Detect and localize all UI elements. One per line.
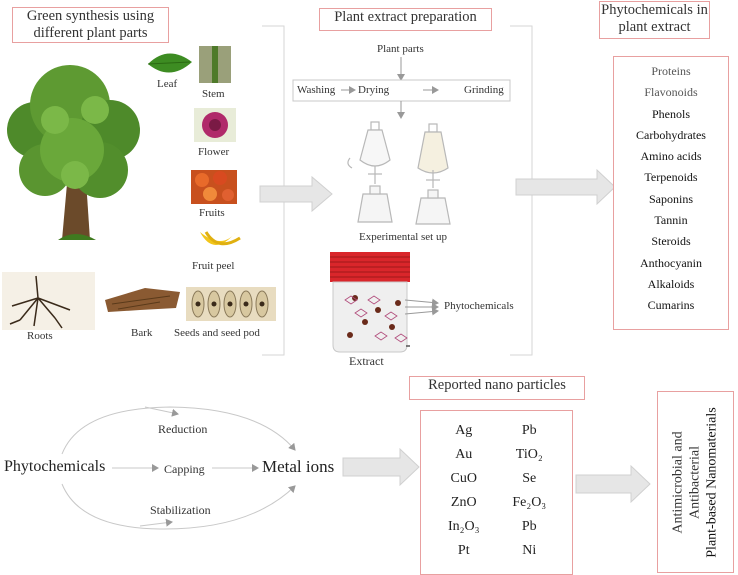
- label-fruit-peel: Fruit peel: [192, 260, 235, 272]
- nanoparticle: In₂O₃: [447, 519, 480, 534]
- label-fruits: Fruits: [199, 207, 225, 219]
- fruits-image: [191, 170, 237, 204]
- seeds-image: [186, 287, 276, 321]
- label-experimental-setup: Experimental set up: [359, 231, 447, 243]
- phytochemical-item: Steroids: [651, 234, 691, 249]
- phytochemical-item: Terpenoids: [644, 170, 698, 185]
- result-box: Antimicrobial and Antibacterial Plant-ba…: [657, 391, 734, 573]
- step-washing: Washing: [297, 84, 336, 96]
- nanoparticle: ZnO: [450, 495, 477, 510]
- phytochemical-item: Saponins: [648, 191, 693, 206]
- label-metal-ions: Metal ions: [262, 457, 335, 476]
- phytochemical-item: Phenols: [651, 106, 690, 121]
- mechanism-arrows: [61, 406, 296, 530]
- nanoparticle: Pb: [521, 423, 537, 438]
- label-extract: Extract: [349, 354, 384, 368]
- nanoparticles-title: Reported nano particles: [428, 377, 566, 393]
- tree-image: [7, 65, 140, 240]
- block-arrow-2: [515, 168, 616, 206]
- right-panel-title-box: Phytochemicals in plant extract: [599, 1, 710, 39]
- label-phytochemicals-main: Phytochemicals: [4, 458, 106, 475]
- label-leaf: Leaf: [157, 78, 178, 90]
- phytochemical-item: Alkaloids: [647, 276, 695, 291]
- label-reduction: Reduction: [158, 422, 208, 436]
- nanoparticle: Ag: [455, 423, 473, 438]
- nanoparticle: TiO₂: [515, 447, 543, 462]
- bark-image: [105, 288, 180, 312]
- separatory-funnel-right: [415, 123, 451, 225]
- label-bark: Bark: [131, 327, 153, 339]
- phytochemical-item: Carbohydrates: [636, 127, 706, 142]
- phytochemicals-list: Proteins Flavonoids Phenols Carbohydrate…: [613, 56, 729, 330]
- left-panel-title: Green synthesis using different plant pa…: [26, 8, 155, 42]
- phytochemical-item: Tannin: [654, 213, 688, 228]
- label-seeds: Seeds and seed pod: [174, 327, 260, 339]
- right-panel-title: Phytochemicals in plant extract: [601, 2, 708, 36]
- label-stabilization: Stabilization: [150, 503, 211, 517]
- fruit-peel-image: [200, 231, 241, 246]
- phytochemical-item: Amino acids: [640, 149, 702, 164]
- label-flower: Flower: [198, 146, 230, 158]
- extract-jar-image: [330, 252, 439, 353]
- result-line-2: Antibacterial: [688, 445, 704, 519]
- left-panel-title-box: Green synthesis using different plant pa…: [12, 7, 169, 43]
- stem-image: [199, 46, 231, 83]
- label-stem: Stem: [202, 88, 225, 100]
- phytochemical-item: Anthocyanin: [640, 255, 702, 270]
- block-arrow-4: [575, 464, 651, 504]
- middle-panel-title-box: Plant extract preparation: [319, 8, 492, 31]
- nanoparticle: Pt: [457, 543, 470, 558]
- step-grinding: Grinding: [464, 84, 504, 96]
- nanoparticle: Fe₂O₃: [512, 495, 547, 510]
- label-roots: Roots: [27, 330, 53, 342]
- label-phytochemicals-arrow: Phytochemicals: [444, 300, 514, 312]
- step-drying: Drying: [358, 84, 390, 96]
- middle-panel-title: Plant extract preparation: [334, 9, 477, 25]
- block-arrow-1: [259, 175, 333, 213]
- result-line-1: Antimicrobial and: [671, 430, 687, 534]
- nanoparticle: Se: [522, 471, 537, 486]
- phytochemical-item: Proteins: [651, 64, 691, 78]
- leaf-image: [147, 53, 192, 73]
- label-capping: Capping: [164, 462, 205, 476]
- phytochemical-item: Cumarins: [647, 298, 695, 313]
- label-plant-parts: Plant parts: [377, 43, 424, 55]
- nanoparticles-grid: Ag Pb Au TiO₂ CuO Se ZnO Fe₂O₃ In₂O₃ Pb …: [421, 411, 572, 561]
- nanoparticle: CuO: [450, 471, 477, 486]
- phytochemical-item: Flavonoids: [644, 85, 698, 100]
- nanoparticle: Ni: [522, 543, 537, 558]
- nanoparticle: Au: [455, 447, 473, 462]
- block-arrow-3: [342, 447, 420, 487]
- result-line-3: Plant-based Nanomaterials: [705, 406, 721, 558]
- nanoparticles-box: Ag Pb Au TiO₂ CuO Se ZnO Fe₂O₃ In₂O₃ Pb …: [420, 410, 573, 575]
- flower-image: [194, 108, 236, 142]
- roots-image: [2, 272, 95, 330]
- separatory-funnel-left: [347, 121, 393, 223]
- nanoparticle: Pb: [521, 519, 537, 534]
- nanoparticles-title-box: Reported nano particles: [409, 376, 585, 400]
